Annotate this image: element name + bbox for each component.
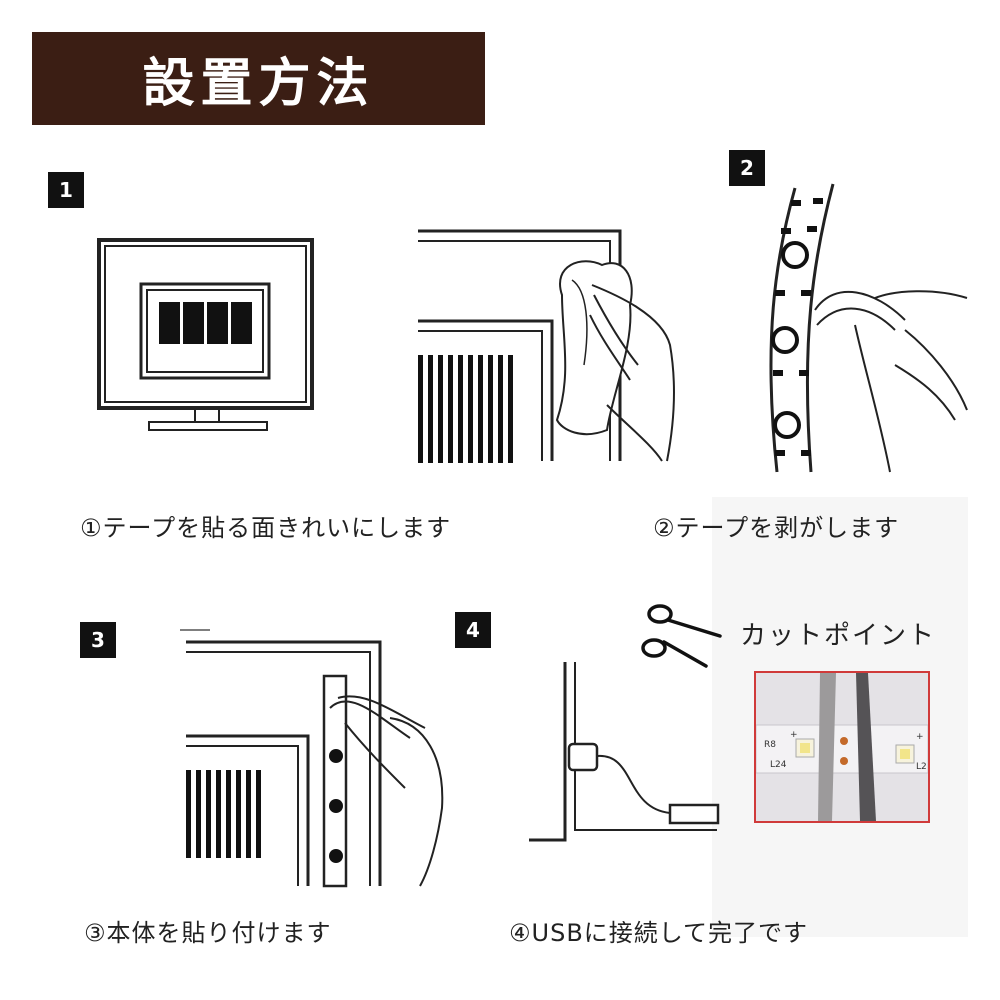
header-banner: 設置方法 (32, 32, 485, 125)
photo-mark-l24: L24 (770, 760, 787, 770)
page-title: 設置方法 (142, 41, 374, 116)
step-1-caption: ①テープを貼る面きれいにします (80, 508, 451, 543)
photo-mark-plus-right: + (916, 732, 924, 742)
cut-point-photo: R8 L24 + L2 + (754, 671, 930, 823)
step-4-caption: ④USBに接続して完了です (509, 913, 808, 948)
step-3-badge: 3 (80, 622, 116, 658)
step-3-caption: ③本体を貼り付けます (84, 913, 332, 948)
tape-peel-icon (755, 180, 970, 480)
tv-icon (95, 236, 320, 436)
photo-mark-plus-left: + (790, 730, 798, 740)
photo-mark-r8: R8 (764, 740, 776, 750)
step-1-badge: 1 (48, 172, 84, 208)
cut-point-label: カットポイント (740, 615, 936, 652)
press-strip-icon (180, 628, 455, 890)
cloth-wipe-icon (412, 225, 682, 465)
step-4-badge: 4 (455, 612, 491, 648)
step-2-caption: ②テープを剥がします (653, 508, 899, 543)
usb-plug-icon (525, 658, 720, 848)
photo-mark-l2: L2 (916, 762, 927, 772)
scissors-icon (640, 598, 722, 670)
